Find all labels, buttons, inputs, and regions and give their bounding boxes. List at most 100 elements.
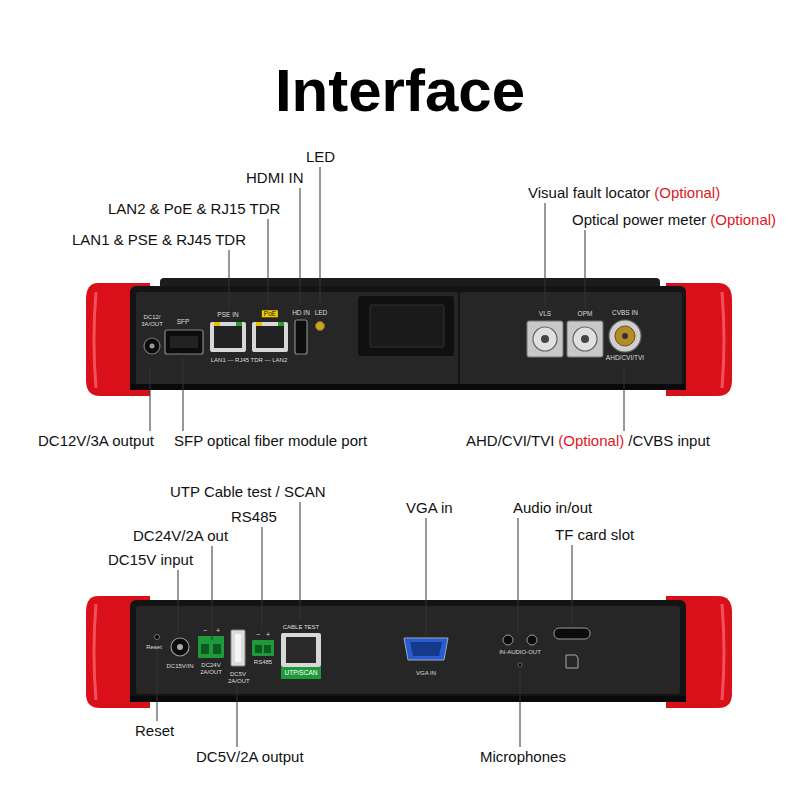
callout-label: /CVBS input (628, 432, 710, 449)
leader-line (518, 518, 519, 633)
leader-line (300, 188, 301, 304)
top-device (170, 336, 198, 348)
bottom-device (130, 600, 686, 702)
top-device (615, 326, 635, 346)
top-device (150, 344, 155, 349)
leader-line (300, 502, 301, 620)
top-device (214, 322, 220, 326)
callout-label: DC24V/2A out (133, 527, 228, 544)
terminal-polarity: − (203, 627, 207, 635)
top-device (295, 320, 307, 354)
leader-line (268, 219, 269, 306)
bottom-device (177, 644, 183, 650)
bottom-device (264, 645, 271, 653)
leader-line (545, 203, 546, 307)
port-marking: VGA IN (416, 670, 436, 677)
leader-line (150, 368, 151, 431)
optional-note: (Optional) (654, 184, 720, 201)
bottom-device (518, 663, 522, 667)
callout-label: Microphones (480, 748, 566, 765)
leader-line (624, 365, 625, 431)
terminal-polarity: + (266, 631, 270, 639)
callout-label: TF card slot (555, 526, 634, 543)
port-marking: LED (315, 309, 328, 316)
bottom-device (281, 633, 321, 667)
callout-label: LAN1 & PSE & RJ45 TDR (72, 231, 246, 248)
top-device (527, 321, 563, 357)
callout-label: Reset (135, 722, 174, 739)
leader-line (178, 570, 179, 636)
callout-label: LAN2 & PoE & RJ15 TDR (108, 200, 280, 217)
optional-note: (Optional) (710, 211, 776, 228)
port-marking: DC24V 2A/OUT (198, 662, 224, 676)
top-device (136, 292, 458, 386)
leader-line (183, 358, 184, 431)
callout-label: DC15V input (108, 551, 193, 568)
top-device (130, 384, 686, 390)
callout-label: DC12V/3A output (38, 432, 154, 449)
leader-line (320, 167, 321, 304)
callout-label: Audio in/out (513, 499, 592, 516)
leader-line (585, 230, 586, 307)
bottom-device (252, 640, 274, 656)
top-device (573, 327, 597, 351)
bottom-device (554, 628, 590, 639)
top-device (236, 322, 242, 326)
bottom-device (130, 696, 686, 702)
callout-label: AHD/CVI/TVI (466, 432, 554, 449)
top-device (358, 296, 454, 356)
leader-line (157, 642, 158, 721)
leader-line (150, 167, 624, 747)
callout-label: RS485 (231, 508, 277, 525)
leader-line (262, 527, 263, 630)
bottom-device (235, 634, 241, 662)
top-device (210, 322, 246, 352)
port-marking: PoE (262, 310, 278, 317)
top-device (581, 335, 589, 343)
bottom-device (255, 645, 262, 653)
bottom-device (410, 642, 442, 656)
callout-label: HDMI IN (246, 169, 304, 186)
top-device (278, 322, 284, 326)
callout-label: Optical power meter (572, 211, 706, 228)
bottom-device (231, 630, 245, 666)
port-marking: RS485 (254, 659, 272, 666)
port-marking: VLS (539, 310, 551, 317)
bottom-device (213, 644, 221, 654)
top-device (567, 321, 603, 357)
leader-line (520, 670, 521, 747)
top-device (252, 322, 288, 352)
bottom-device (198, 636, 224, 658)
callout-label: UTP Cable test / SCAN (170, 483, 326, 500)
bottom-device (722, 604, 724, 700)
bottom-device (503, 635, 513, 645)
port-marking: DC5V 2A/OUT (228, 671, 248, 685)
leader-line (572, 545, 573, 626)
callout-label: SFP optical fiber module port (174, 432, 367, 449)
terminal-polarity: + (216, 627, 220, 635)
top-device (722, 292, 724, 388)
top-device (256, 322, 262, 326)
bottom-device (566, 655, 578, 668)
callout-label: DC5V/2A output (196, 748, 304, 765)
top-device (622, 333, 628, 339)
bottom-device (527, 635, 537, 645)
port-marking: Reset (146, 644, 162, 651)
top-device (533, 327, 557, 351)
callout-label: VGA in (406, 499, 453, 516)
top-device (609, 320, 641, 352)
port-marking: OPM (578, 310, 593, 317)
port-marking: PSE IN (217, 311, 238, 318)
port-marking: UTP/SCAN (285, 669, 318, 676)
bottom-device (86, 596, 732, 708)
bottom-device (286, 637, 316, 663)
port-marking: CABLE TEST (283, 624, 320, 631)
top-device (370, 305, 444, 347)
top-device (94, 292, 96, 388)
port-marking: DC15V/IN (166, 663, 193, 670)
callout-label: Visual fault locator (528, 184, 650, 201)
port-marking: LAN1 — RJ45 TDR — LAN2 (211, 357, 288, 364)
bottom-device (201, 644, 209, 654)
bottom-device (281, 667, 321, 679)
top-device (214, 326, 242, 348)
